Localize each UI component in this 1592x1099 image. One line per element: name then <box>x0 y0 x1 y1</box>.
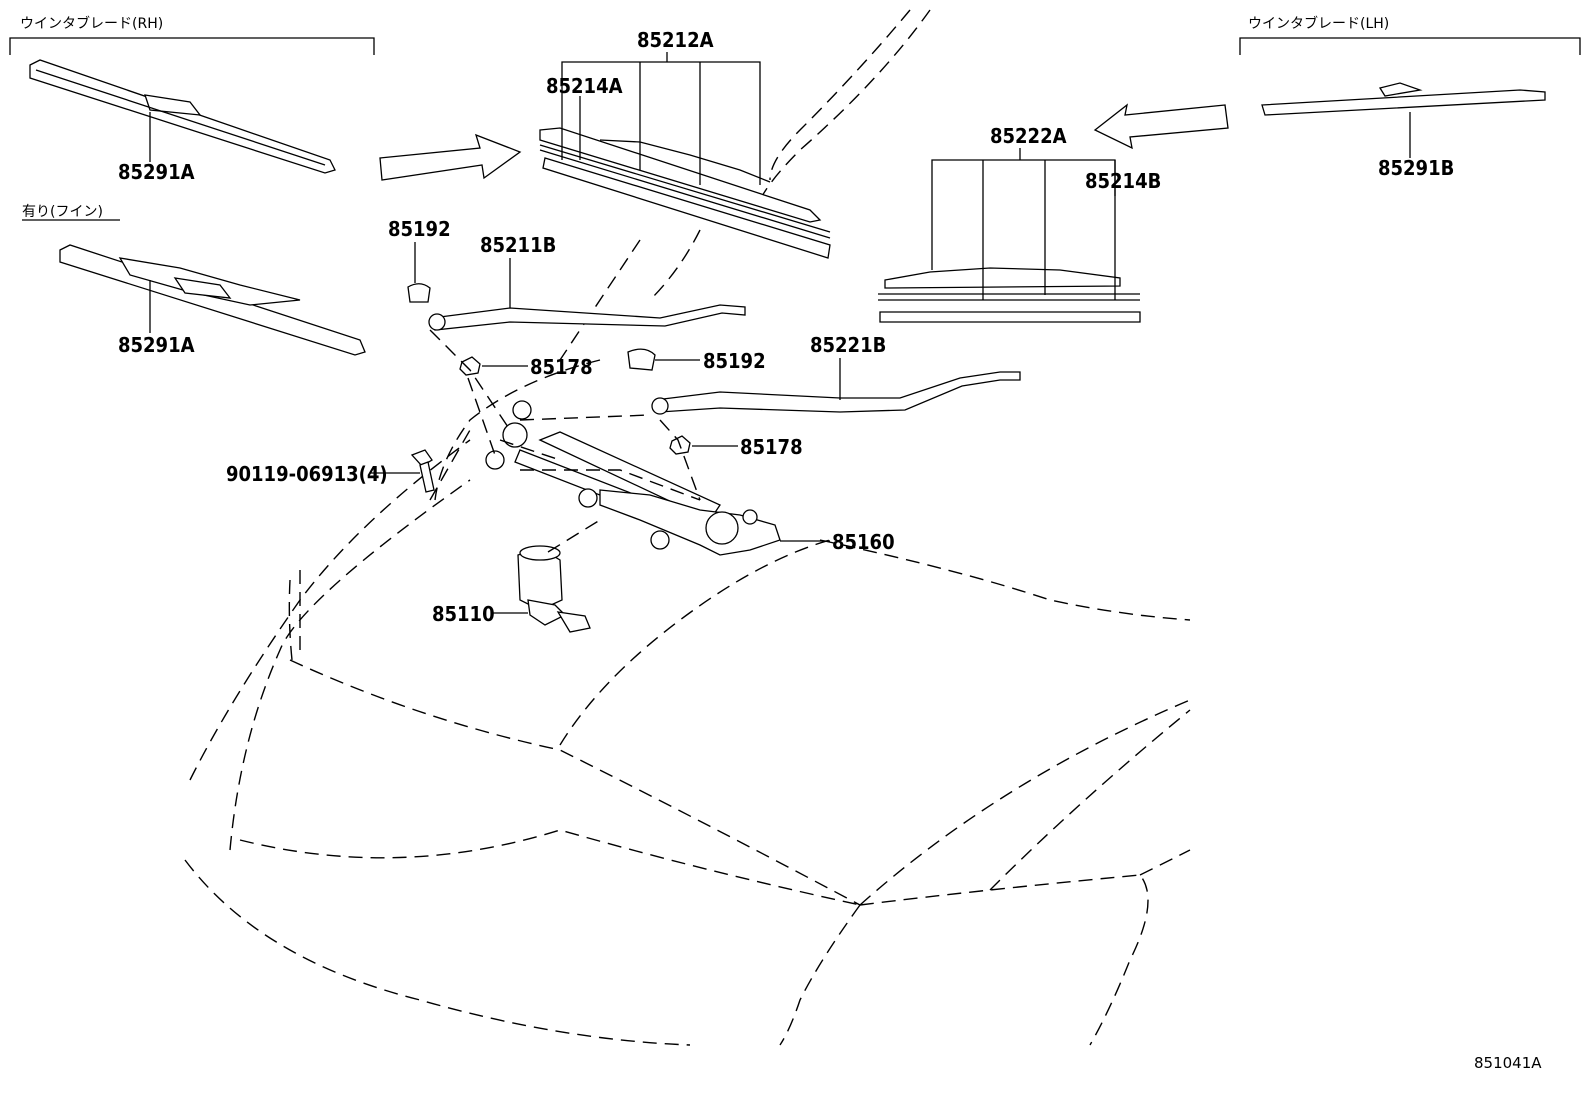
part-label-85291A-top: 85291A <box>118 160 195 184</box>
part-label-85160: 85160 <box>832 530 895 554</box>
part-label-85192-left: 85192 <box>388 217 451 241</box>
cap-85192-left <box>407 283 431 303</box>
rh-group-bracket <box>9 37 375 55</box>
diagram-code: 851041A <box>1474 1054 1542 1072</box>
part-label-85214A: 85214A <box>546 74 623 98</box>
part-label-85214B: 85214B <box>1085 169 1161 193</box>
bracket-85222A <box>931 159 1116 300</box>
part-label-85178-left: 85178 <box>530 355 593 379</box>
nut-85178-left <box>459 356 481 376</box>
part-label-85192-right: 85192 <box>703 349 766 373</box>
part-label-85178-right: 85178 <box>740 435 803 459</box>
part-label-90119: 90119-06913(4) <box>226 462 388 486</box>
winter-blade-rh <box>29 59 336 174</box>
arrow-right-icon <box>379 133 522 181</box>
lh-group-bracket <box>1239 37 1581 55</box>
wiper-link-85160 <box>485 400 781 556</box>
part-label-85291B: 85291B <box>1378 156 1454 180</box>
wiper-blade-85212A <box>539 127 831 259</box>
wiper-arm-85221B <box>651 371 1021 415</box>
winter-blade-rh-fin <box>59 244 366 356</box>
part-label-85222A: 85222A <box>990 124 1067 148</box>
winter-blade-lh <box>1261 82 1546 116</box>
group-label-lh-blade: ウインタブレード(LH) <box>1248 15 1389 32</box>
arrow-left-icon <box>1093 103 1229 150</box>
part-label-85291A-fin: 85291A <box>118 333 195 357</box>
wiper-arm-85211B <box>428 304 746 331</box>
vehicle-body-outline <box>184 9 1191 1046</box>
bolt-90119 <box>410 449 435 493</box>
wiper-blade-85222A <box>878 267 1141 323</box>
part-label-85110: 85110 <box>432 602 495 626</box>
group-label-with-fin: 有り(フイン) <box>22 204 103 220</box>
part-label-85221B: 85221B <box>810 333 886 357</box>
bracket-85212A <box>561 61 761 185</box>
wiper-motor-85110 <box>517 519 601 633</box>
group-label-rh-blade: ウインタブレード(RH) <box>20 15 163 32</box>
cap-85192-right <box>627 348 656 371</box>
part-label-85211B: 85211B <box>480 233 556 257</box>
assembly-dashed-guides <box>429 329 701 501</box>
part-label-85212A: 85212A <box>637 28 714 52</box>
